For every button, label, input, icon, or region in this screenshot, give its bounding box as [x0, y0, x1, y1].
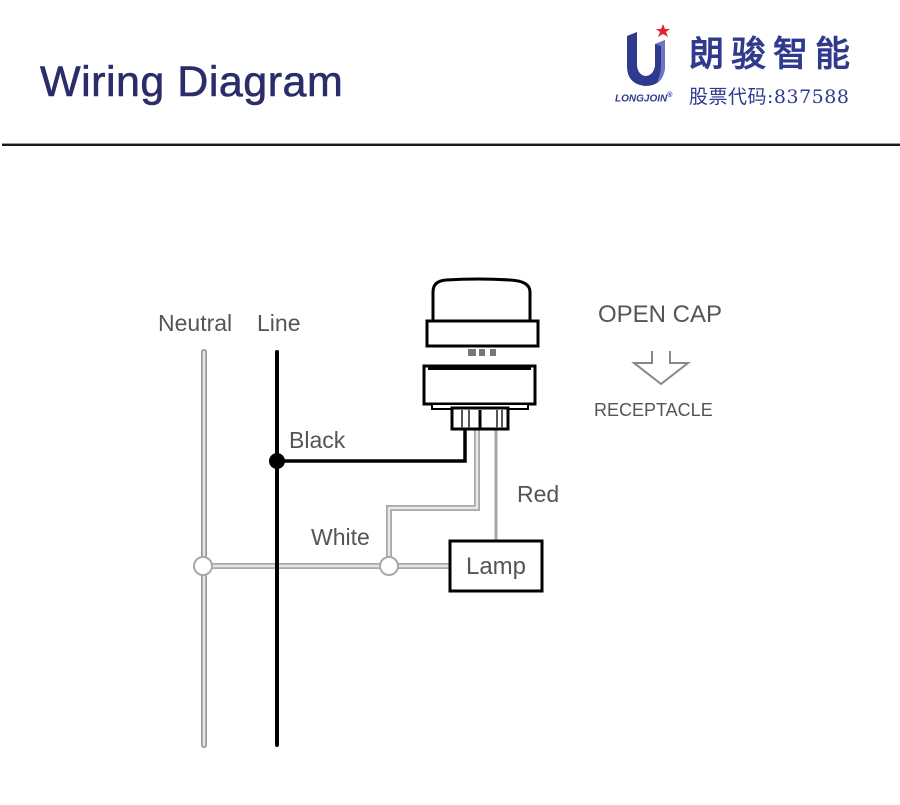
neutral-label: Neutral — [158, 310, 232, 336]
neutral-junction-node — [193, 556, 213, 576]
u-star-logo-icon — [627, 24, 670, 86]
brand-name-en-text: LONGJOIN — [615, 93, 668, 105]
black-label: Black — [289, 427, 346, 453]
receptacle-icon — [422, 364, 537, 431]
lamp-label: Lamp — [466, 553, 526, 580]
registered-mark: ® — [667, 92, 673, 99]
black-junction-dot — [269, 453, 285, 469]
lamp: Lamp — [448, 539, 544, 593]
photocell-cap-icon — [425, 277, 540, 356]
company-logo: 朗骏智能 LONGJOIN® 股票代码:837588 — [615, 22, 875, 112]
line-label: Line — [257, 310, 300, 336]
red-label: Red — [517, 481, 559, 507]
white-junction-node — [379, 556, 399, 576]
white-label: White — [311, 524, 370, 550]
receptacle-label: RECEPTACLE — [594, 400, 713, 420]
brand-name-en: LONGJOIN® — [615, 92, 672, 104]
arrow-down-outline-icon — [631, 351, 691, 386]
page-title: Wiring Diagram — [40, 58, 344, 107]
black-wire — [277, 428, 467, 463]
white-wire — [386, 428, 480, 566]
lamp-box — [448, 539, 544, 593]
open-cap-label: OPEN CAP — [598, 301, 722, 328]
header: Wiring Diagram 朗骏智能 LONGJOIN® 股票代码:83758… — [0, 0, 900, 146]
brand-name-cn: 朗骏智能 — [689, 34, 858, 75]
header-divider — [2, 143, 900, 146]
stock-code: 股票代码:837588 — [689, 86, 850, 108]
